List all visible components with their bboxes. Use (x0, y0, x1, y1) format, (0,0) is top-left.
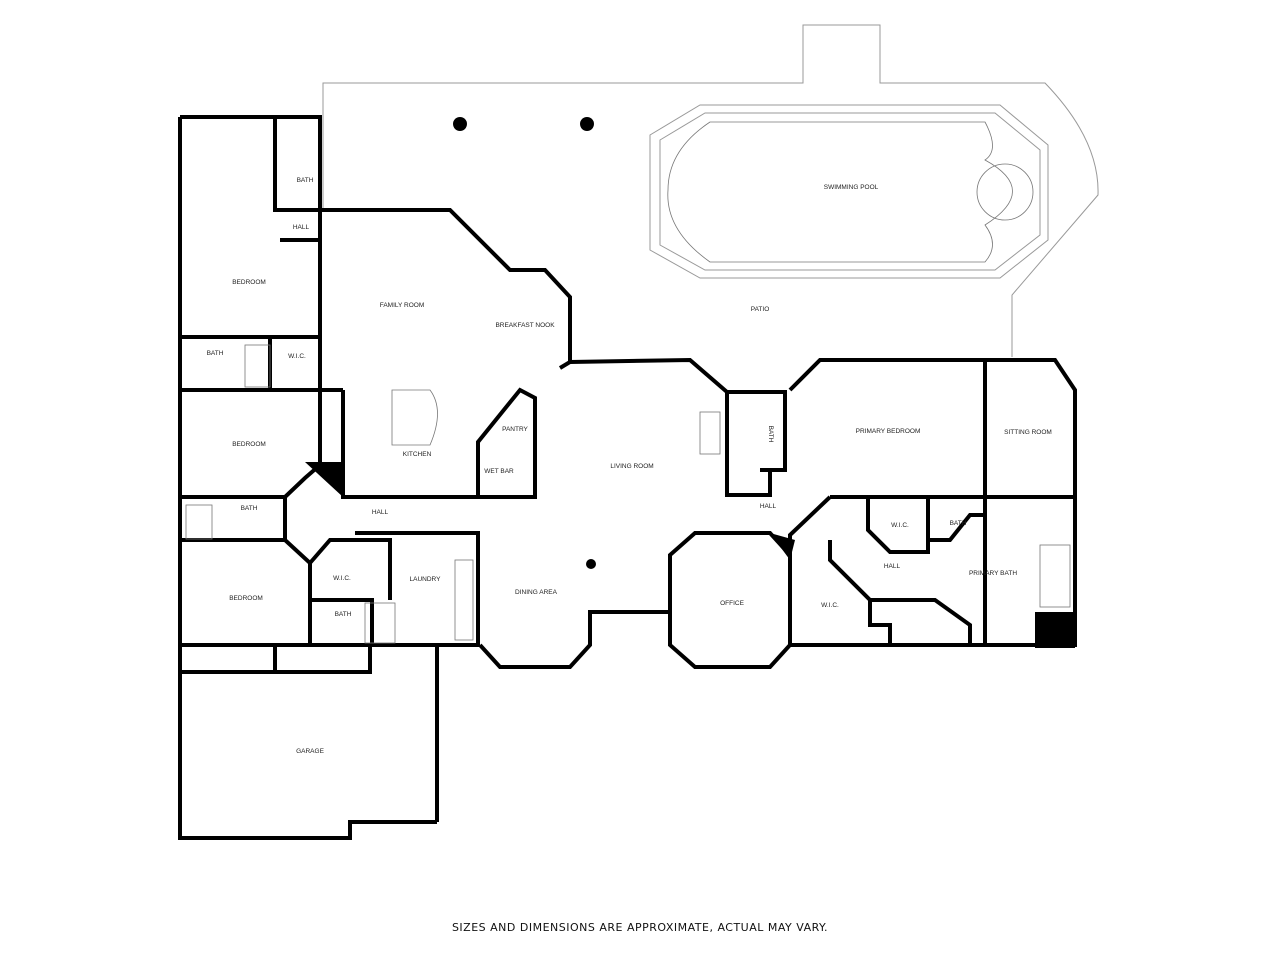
room-label-pantry: PANTRY (502, 426, 528, 433)
room-label-bath: BATH (950, 520, 967, 527)
room-label-sitting-room: SITTING ROOM (1004, 429, 1052, 436)
room-label-breakfast-nook: BREAKFAST NOOK (495, 322, 555, 329)
room-label-bedroom: BEDROOM (229, 595, 263, 602)
swimming-pool (649, 104, 1049, 279)
room-label-bath: BATH (241, 505, 258, 512)
room-label-wic: W.I.C. (891, 522, 909, 529)
fixtures (185, 344, 1071, 644)
room-label-office: OFFICE (720, 600, 744, 607)
room-label-kitchen: KITCHEN (403, 451, 432, 458)
room-label-primary-bedroom: PRIMARY BEDROOM (856, 428, 921, 435)
room-label-family-room: FAMILY ROOM (380, 302, 425, 309)
disclaimer-text: SIZES AND DIMENSIONS ARE APPROXIMATE, AC… (451, 921, 829, 934)
room-label-bedroom: BEDROOM (232, 441, 266, 448)
room-label-dining-area: DINING AREA (515, 589, 558, 596)
room-label-hall: HALL (884, 563, 901, 570)
column (586, 559, 596, 569)
room-label-bedroom: BEDROOM (232, 279, 266, 286)
room-label-patio: PATIO (751, 306, 770, 313)
column (580, 117, 594, 131)
room-label-bath: BATH (335, 611, 352, 618)
room-label-wic: W.I.C. (333, 575, 351, 582)
room-label-hall: HALL (293, 224, 310, 231)
room-label-hall: HALL (372, 509, 389, 516)
room-label-wet-bar: WET BAR (484, 468, 514, 475)
room-label-living-room: LIVING ROOM (610, 463, 653, 470)
room-label-bath: BATH (767, 426, 774, 443)
room-label-garage: GARAGE (296, 748, 324, 755)
patio-outline (322, 24, 1099, 357)
walls (178, 115, 1077, 840)
room-label-laundry: LAUNDRY (410, 576, 442, 583)
room-label-primary-bath: PRIMARY BATH (969, 570, 1017, 577)
room-label-bath: BATH (207, 350, 224, 357)
room-label-bath: BATH (297, 177, 314, 184)
room-label-hall: HALL (760, 503, 777, 510)
room-label-wic: W.I.C. (821, 602, 839, 609)
column (453, 117, 467, 131)
room-label-wic: W.I.C. (288, 353, 306, 360)
room-label-swimming-pool: SWIMMING POOL (824, 184, 879, 191)
